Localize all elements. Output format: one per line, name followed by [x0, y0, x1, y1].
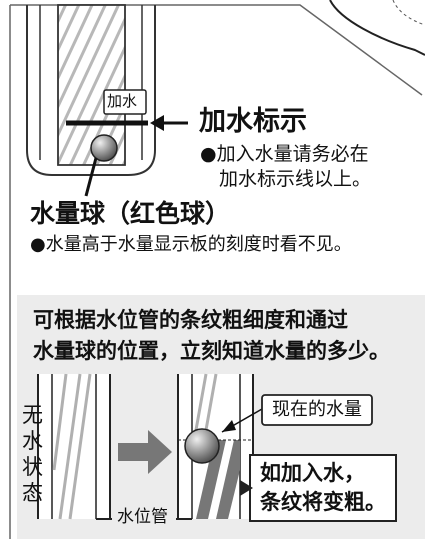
ball-title: 水量球（红色球）	[30, 199, 231, 228]
fill-line-note-2: 加水标示线以上。	[219, 168, 372, 190]
no-water-char-2: 水	[22, 429, 43, 453]
add-water-box	[249, 454, 397, 522]
info-heading-2: 水量球的位置，立刻知道水量的多少。	[33, 339, 390, 363]
add-water-line-1: 如加入水，	[260, 461, 365, 485]
water-ball-small	[184, 428, 220, 464]
arrow-body	[118, 443, 148, 461]
add-water-line-2: 条纹将变粗。	[260, 490, 386, 514]
info-heading-1: 可根据水位管的条纹粗细度和通过	[33, 308, 348, 332]
gauge-mark-label: 加水	[107, 92, 138, 110]
no-water-char-3: 状	[22, 455, 43, 479]
tube-filled	[177, 373, 254, 519]
no-water-char-4: 态	[22, 481, 43, 505]
fill-line-title: 加水标示	[199, 106, 307, 137]
current-level-box	[261, 394, 373, 426]
water-ball	[90, 134, 118, 162]
tube-label: 水位管	[115, 507, 170, 527]
current-level-label: 现在的水量	[272, 399, 362, 420]
fill-line-note-1: ●加入水量请务必在	[200, 143, 369, 165]
ball-note: ●水量高于水量显示板的刻度时看不见。	[30, 234, 352, 255]
gauge-window	[26, 4, 156, 176]
tube-empty	[37, 373, 111, 520]
no-water-char-1: 无	[22, 403, 43, 427]
arrow-head	[148, 430, 172, 474]
edge-curve	[329, 0, 425, 56]
